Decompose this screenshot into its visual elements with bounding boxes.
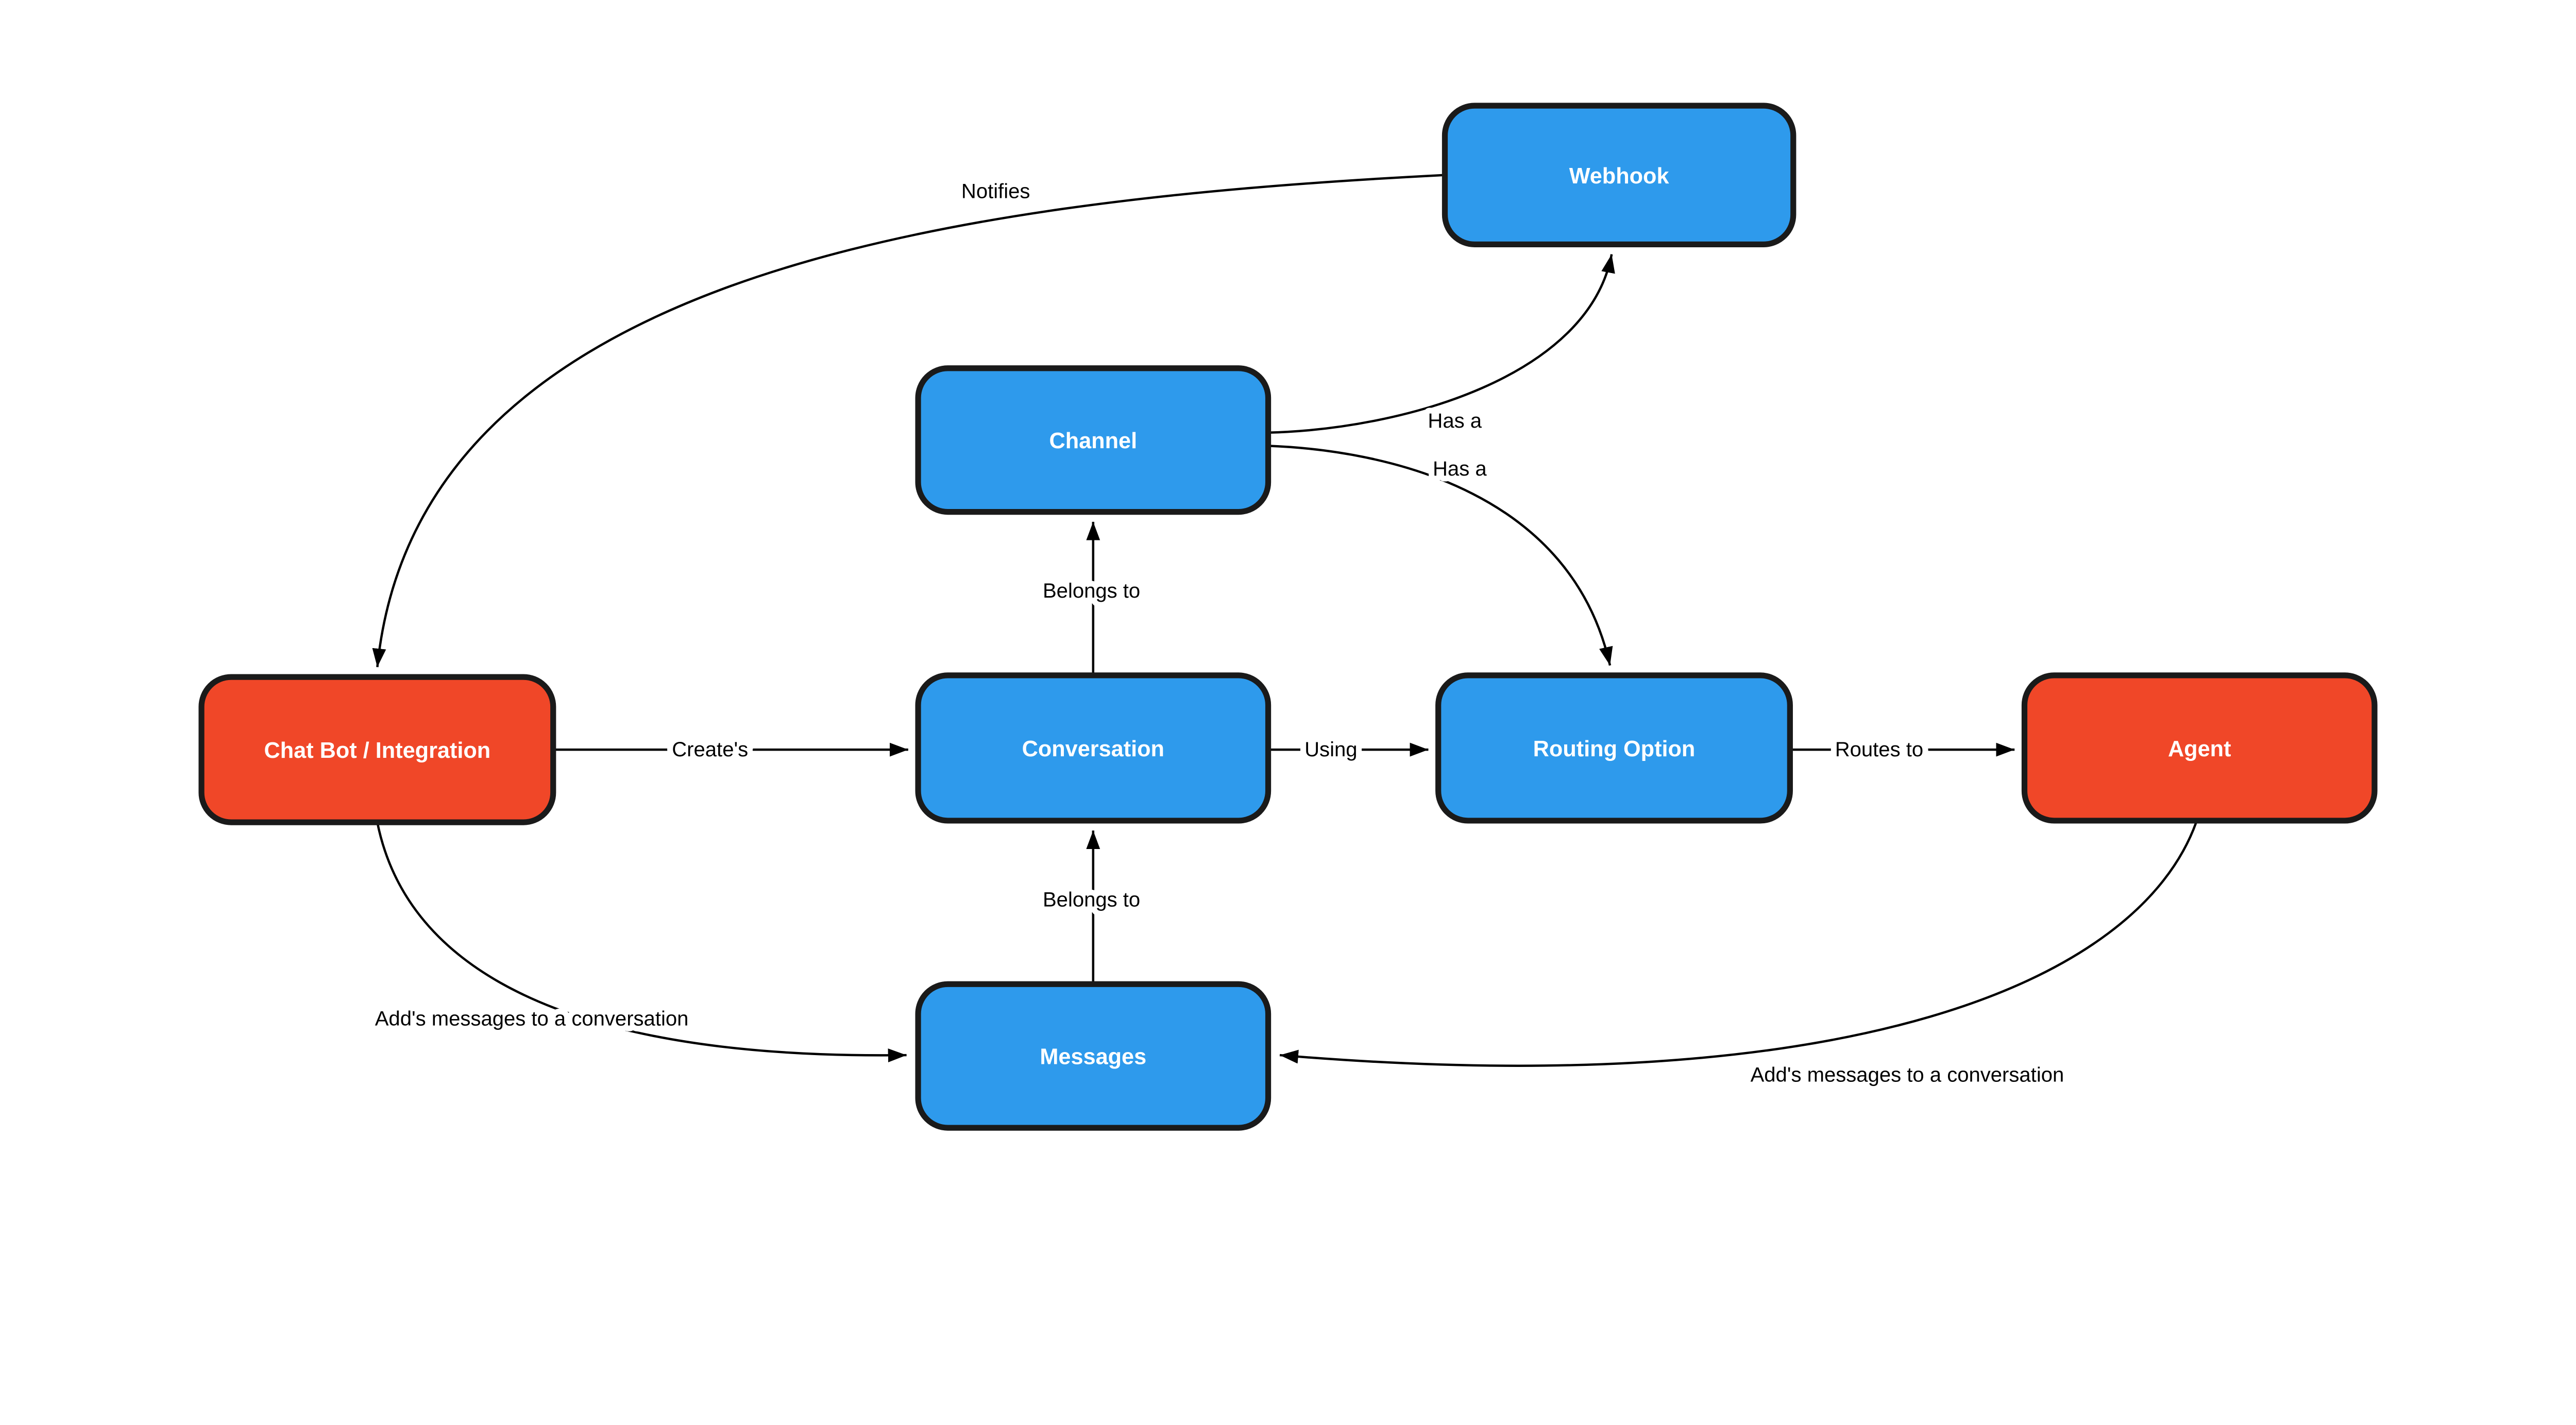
edge-chatbot-adds-messages: Add's messages to a conversation <box>369 822 907 1063</box>
node-label: Conversation <box>1022 737 1164 761</box>
edge-label-notifies: Notifies <box>961 180 1030 203</box>
node-shape[interactable] <box>1435 672 1793 824</box>
edge-label-routes-to: Routes to <box>1835 738 1923 761</box>
node-label: Messages <box>1040 1045 1146 1070</box>
edge-webhook-notifies-chatbot: Notifies <box>372 174 1445 668</box>
node-shape[interactable] <box>198 674 556 825</box>
node-conversation[interactable]: Conversation <box>915 672 1272 824</box>
edge-channel-hasa-webhook: Has a <box>1268 254 1615 438</box>
edge-label-belongs-to: Belongs to <box>1043 580 1140 602</box>
node-webhook[interactable]: Webhook <box>1442 103 1797 247</box>
edge-line[interactable] <box>1268 445 1613 666</box>
node-agent[interactable]: Agent <box>2021 672 2378 824</box>
node-shape[interactable] <box>2021 672 2378 824</box>
node-label: Channel <box>1049 429 1137 453</box>
edge-conversation-belongsto-channel: Belongs to <box>1037 521 1146 675</box>
node-label: Webhook <box>1569 164 1670 189</box>
node-label: Agent <box>2168 737 2231 761</box>
edge-line[interactable] <box>376 822 907 1063</box>
node-shape[interactable] <box>1442 103 1797 247</box>
node-messages[interactable]: Messages <box>915 981 1272 1131</box>
node-chat-bot-integration[interactable]: Chat Bot / Integration <box>198 674 556 825</box>
node-shape[interactable] <box>915 981 1272 1131</box>
edge-agent-adds-messages: Add's messages to a conversation <box>1279 822 2197 1092</box>
edge-label-adds-messages: Add's messages to a conversation <box>1751 1063 2064 1086</box>
edge-conversation-using-routing-option: Using <box>1268 733 1429 767</box>
node-channel[interactable]: Channel <box>915 365 1272 515</box>
node-label: Chat Bot / Integration <box>264 738 491 763</box>
node-shape[interactable] <box>915 365 1272 515</box>
edge-routing-option-routesto-agent: Routes to <box>1790 733 2015 767</box>
diagram-canvas: Notifies Has a Has a Belongs to Create's… <box>198 103 2378 1131</box>
edge-line[interactable] <box>1279 822 2197 1067</box>
edge-label-belongs-to: Belongs to <box>1043 889 1140 911</box>
edge-line[interactable] <box>1268 254 1615 434</box>
diagram-svg: Notifies Has a Has a Belongs to Create's… <box>198 103 2378 1131</box>
edge-chatbot-creates-conversation: Create's <box>553 733 908 767</box>
edge-label-adds-messages: Add's messages to a conversation <box>375 1007 689 1030</box>
edge-label-using: Using <box>1304 738 1357 761</box>
edge-label-creates: Create's <box>672 738 748 761</box>
edge-channel-hasa-routing-option: Has a <box>1268 445 1613 666</box>
edge-messages-belongsto-conversation: Belongs to <box>1037 830 1146 985</box>
node-shape[interactable] <box>915 672 1272 824</box>
edge-line[interactable] <box>372 174 1445 668</box>
edge-label-has-a: Has a <box>1428 410 1482 432</box>
node-label: Routing Option <box>1533 737 1696 761</box>
edge-label-has-a: Has a <box>1433 457 1487 480</box>
node-routing-option[interactable]: Routing Option <box>1435 672 1793 824</box>
